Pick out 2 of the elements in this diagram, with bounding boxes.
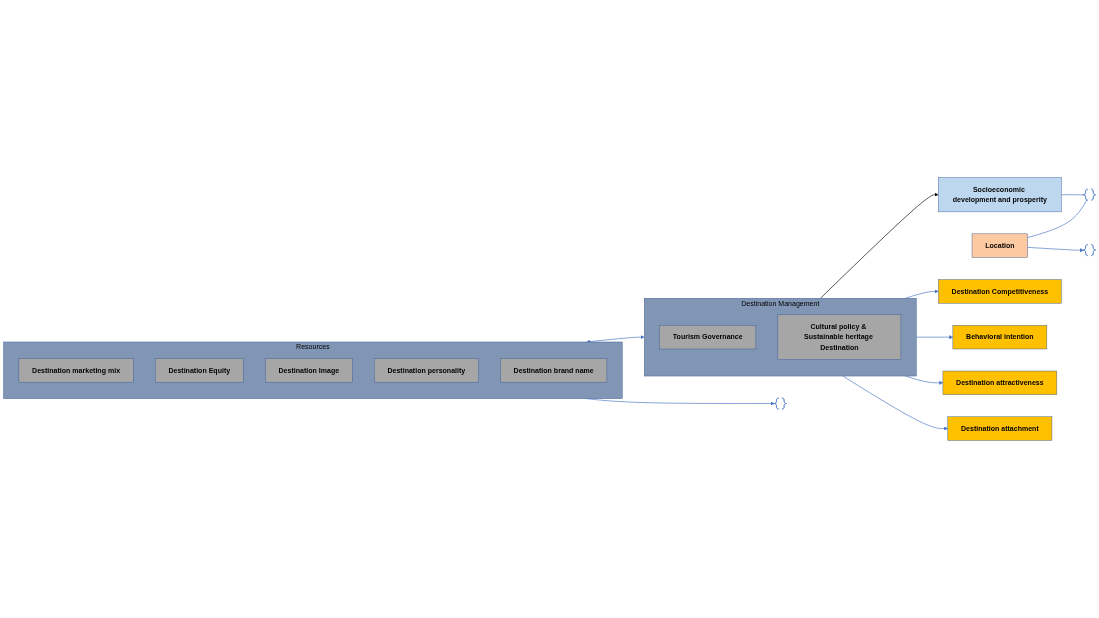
connector — [1061, 194, 1084, 196]
connector — [1027, 199, 1088, 238]
